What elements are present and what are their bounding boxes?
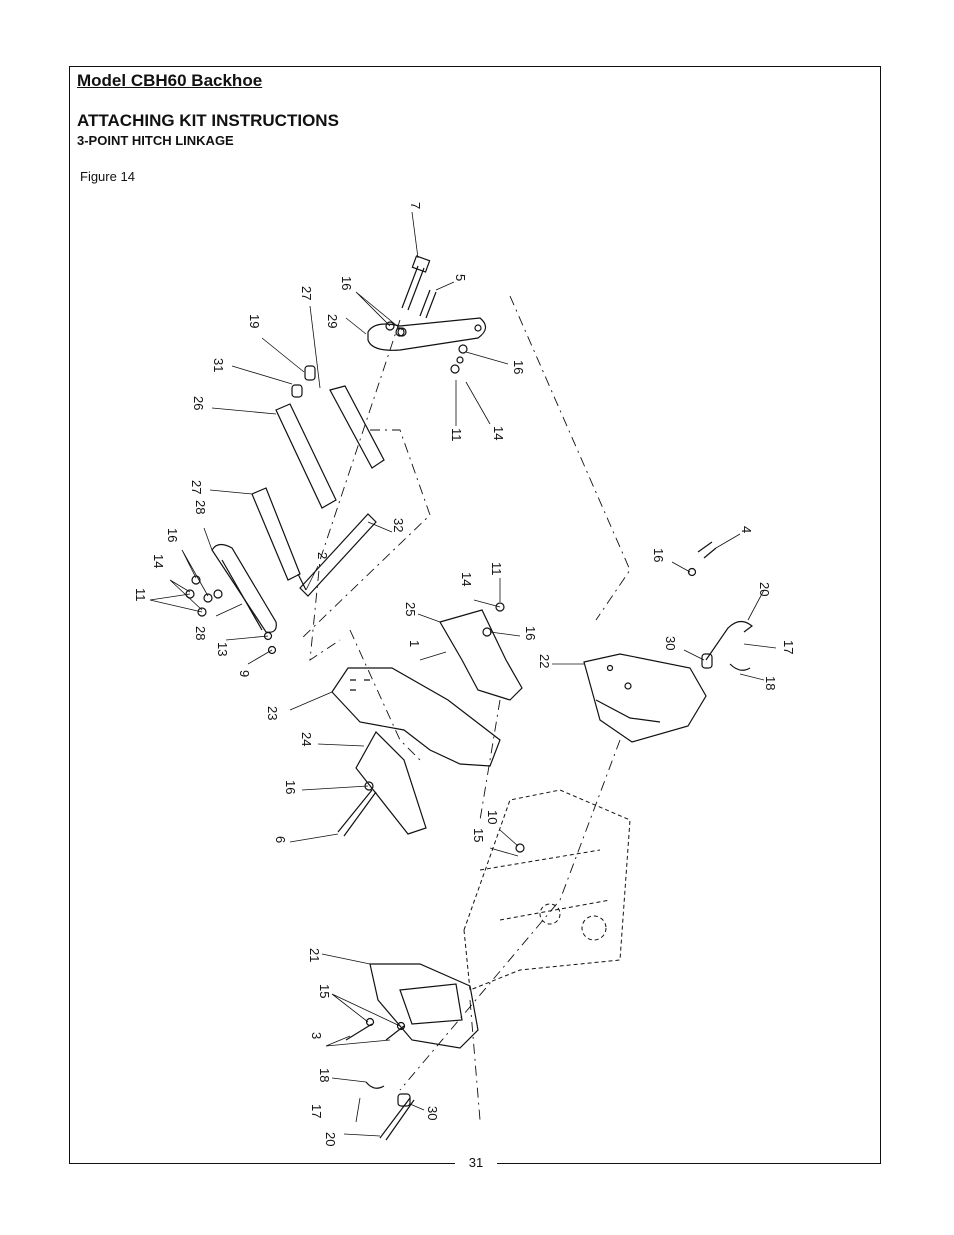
callout: 15 [471,828,486,842]
callout: 16 [651,548,666,562]
callout: 20 [757,582,772,596]
callout: 1 [407,640,422,647]
callout: 11 [133,588,148,602]
bar-32 [299,513,377,597]
figure-caption: Figure 14 [80,169,135,184]
bolt-7 [401,265,425,311]
callout: 5 [453,274,468,281]
callout: 16 [283,780,298,794]
callout: 17 [781,640,796,654]
parts-drawing [185,255,753,1141]
tractor-frame [463,789,631,991]
hitch-pin-20-lower [379,1097,415,1141]
section-title: ATTACHING KIT INSTRUCTIONS [77,111,339,130]
callout: 28 [193,626,208,640]
callout: 25 [403,602,418,616]
hitch-pin-20 [705,620,753,661]
callout: 11 [489,562,504,576]
bushing-19 [304,365,316,381]
plate-24 [355,731,427,835]
link-26 [275,403,337,509]
callout: 7 [408,202,423,209]
callout-labels: 7 5 16 27 29 19 16 31 11 14 26 27 28 16 … [133,202,796,1146]
callout: 2 [315,552,330,559]
section-subtitle: 3-POINT HITCH LINKAGE [77,133,234,148]
callout: 29 [325,314,340,328]
callout: 16 [165,528,180,542]
plate-21 [369,963,479,1049]
callout: 27 [299,286,314,300]
callout: 27 [189,480,204,494]
link-28 [211,543,277,633]
bracket-23 [331,667,501,767]
callout: 22 [537,654,552,668]
callout: 9 [237,670,252,677]
bushing-31 [291,384,303,398]
callout: 30 [663,636,678,650]
page-number: 31 [468,1155,484,1170]
assembly-lines [299,295,631,1121]
top-link-29 [367,317,487,351]
callout: 4 [739,526,754,533]
callout: 15 [317,984,332,998]
callout: 20 [323,1132,338,1146]
callout: 14 [151,554,166,568]
callout: 21 [307,948,322,962]
callout: 30 [425,1106,440,1120]
callout: 11 [449,428,464,442]
callout: 24 [299,732,314,746]
callout: 28 [193,500,208,514]
callout: 18 [317,1068,332,1082]
callout: 31 [211,358,226,372]
plate-25 [439,609,523,701]
pin-6 [337,789,377,837]
model-title: Model CBH60 Backhoe [77,71,263,90]
callout: 6 [273,836,288,843]
plate-22 [583,653,707,743]
callout: 18 [763,676,778,690]
callout: 23 [265,706,280,720]
callout: 14 [491,426,506,440]
callout: 3 [309,1032,324,1039]
callout: 14 [459,572,474,586]
callout: 17 [309,1104,324,1118]
leader-lines [149,211,777,1137]
callout: 26 [191,396,206,410]
callout: 16 [511,360,526,374]
page-number-gap [455,1152,497,1172]
callout: 32 [391,518,406,532]
nuts-washers [185,321,697,1031]
callout: 16 [523,626,538,640]
link-27-lower [251,487,301,581]
callout: 19 [247,314,262,328]
link-27-upper [329,385,385,469]
callout: 13 [215,642,230,656]
callout: 10 [485,810,500,824]
callout: 16 [339,276,354,290]
